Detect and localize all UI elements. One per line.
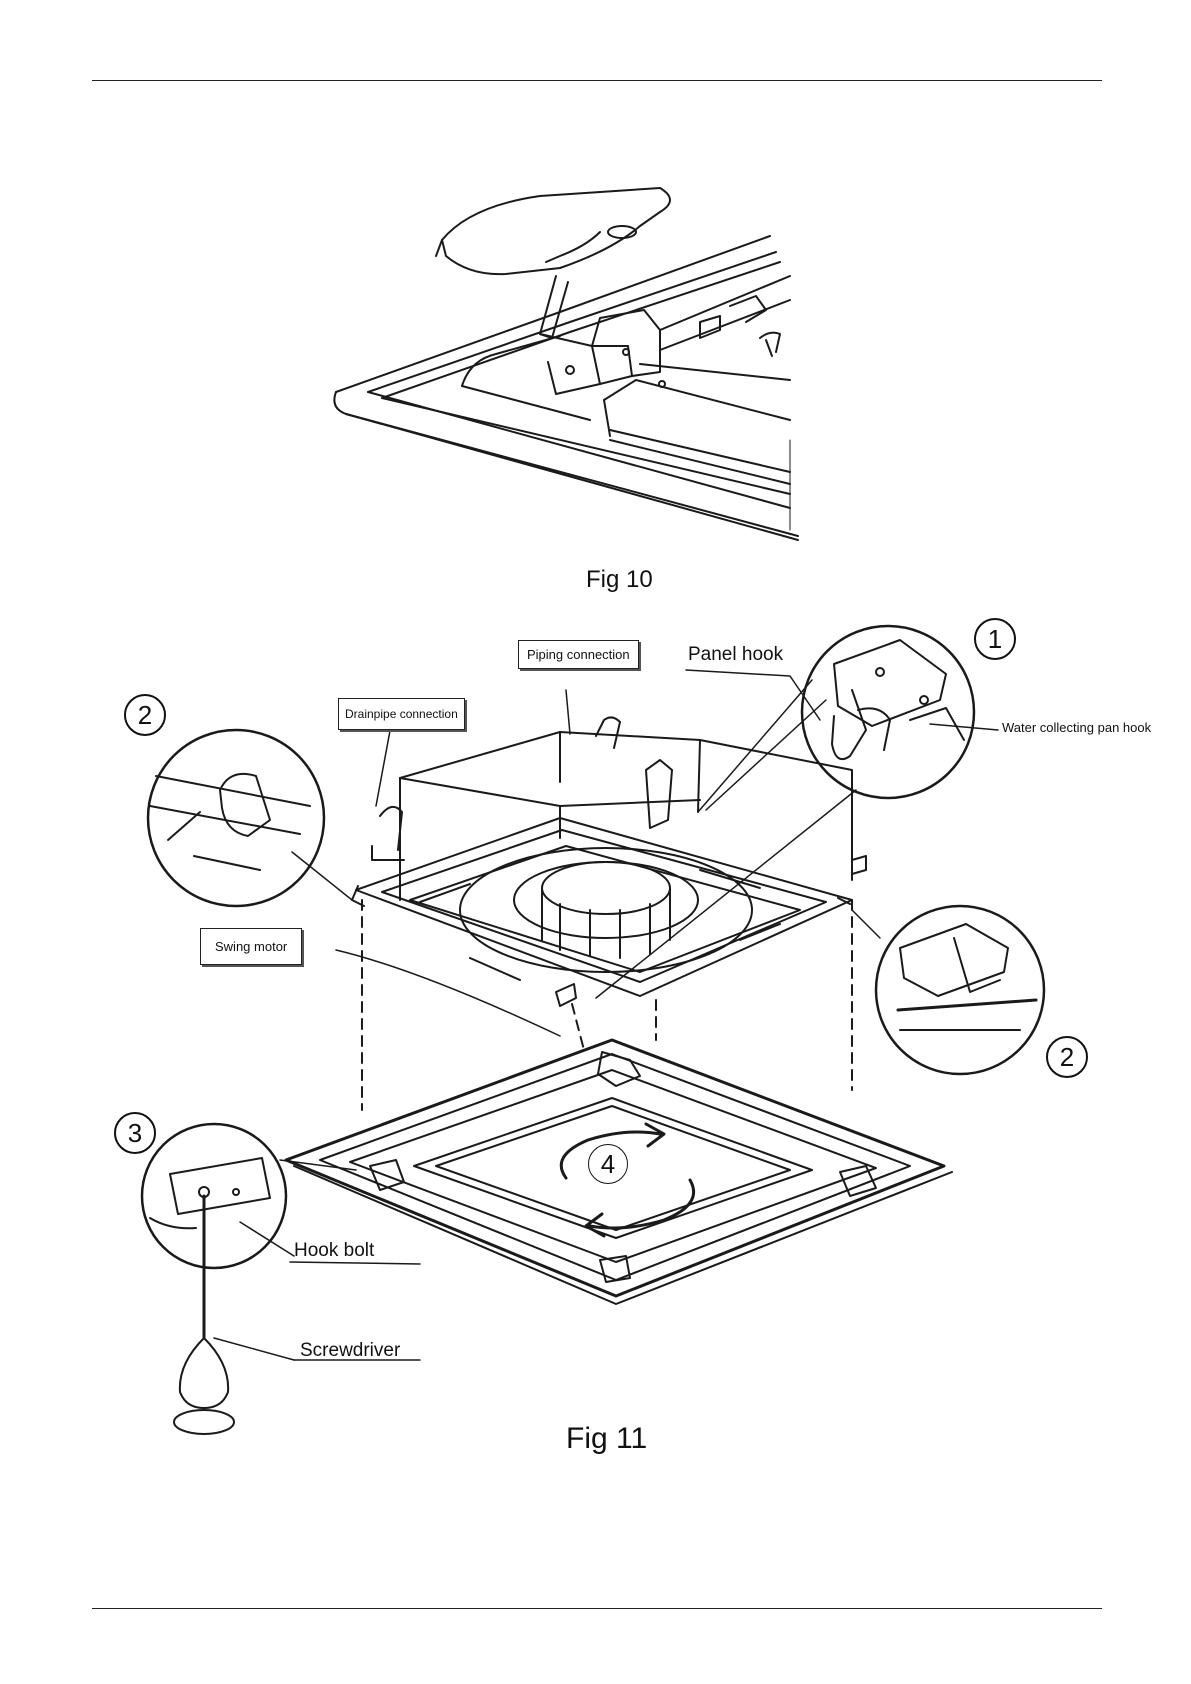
fig11-drawing xyxy=(142,626,1044,1434)
hook-bolt-label: Hook bolt xyxy=(294,1240,374,1262)
fig11-caption: Fig 11 xyxy=(566,1422,647,1456)
callout-4: 4 xyxy=(588,1144,628,1184)
callout-1: 1 xyxy=(974,618,1016,660)
callout-2-right: 2 xyxy=(1046,1036,1088,1078)
fig10-drawing xyxy=(334,188,798,540)
drainpipe-connection-label: Drainpipe connection xyxy=(338,698,465,730)
callout-3: 3 xyxy=(114,1112,156,1154)
water-collecting-pan-hook-label: Water collecting pan hook xyxy=(1002,720,1151,735)
piping-connection-label: Piping connection xyxy=(518,640,639,669)
panel-hook-label: Panel hook xyxy=(688,644,783,666)
fig10-caption: Fig 10 xyxy=(586,566,653,594)
swing-motor-label: Swing motor xyxy=(200,928,302,965)
screwdriver-label: Screwdriver xyxy=(300,1340,400,1362)
callout-2-left: 2 xyxy=(124,694,166,736)
